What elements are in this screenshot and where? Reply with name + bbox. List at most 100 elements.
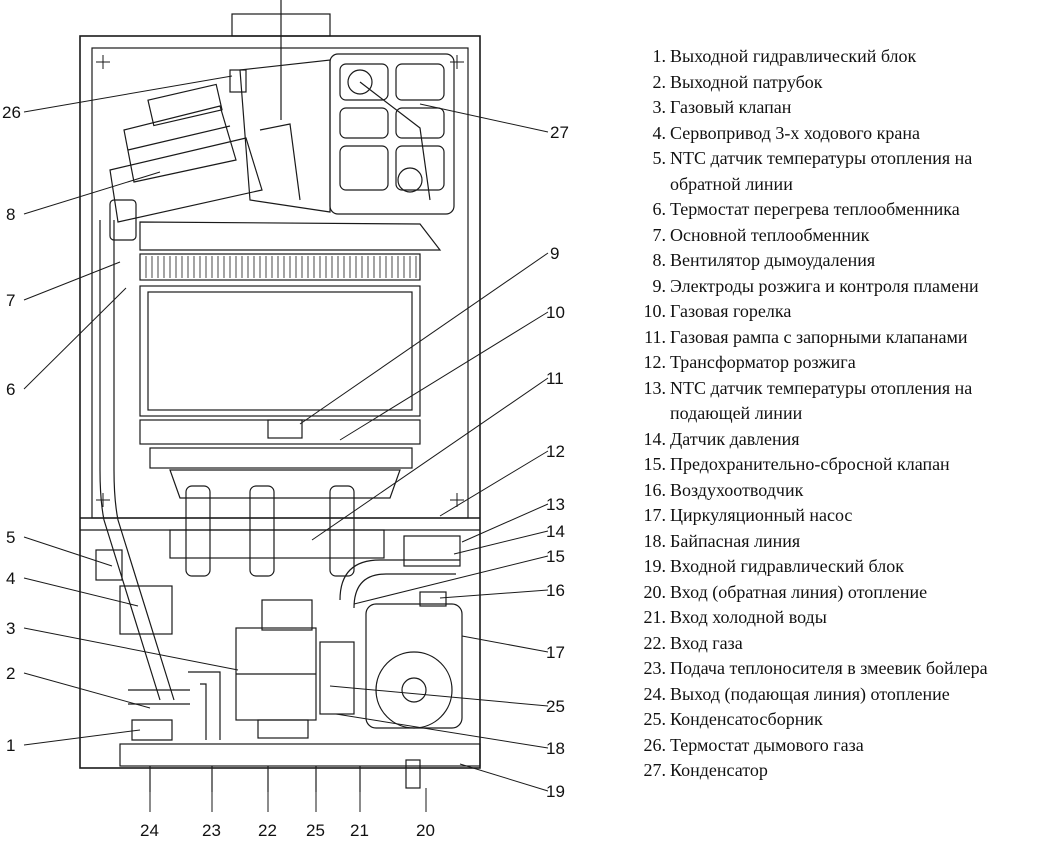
callout-labels: 1 2 3 4 5 6 7 8 26 27 9 10 11 12 13 14 1… [2, 103, 569, 840]
callout-21: 21 [350, 821, 369, 840]
callout-26: 26 [2, 103, 21, 122]
legend-num: 25. [643, 709, 667, 729]
left-pipe [99, 220, 115, 470]
legend-num: 9. [652, 275, 667, 296]
callout-4: 4 [6, 569, 15, 588]
callout-2: 2 [6, 664, 15, 683]
callout-11: 11 [546, 369, 564, 388]
callout-6: 6 [6, 380, 15, 399]
ntc-return [95, 549, 123, 581]
callout-19: 19 [546, 782, 565, 801]
legend-item: 11.Газовая рампа с запорными клапанами [628, 325, 1042, 351]
legend-item: 12.Трансформатор розжига [628, 350, 1042, 376]
legend-text: Выходной гидравлический блок [670, 46, 917, 66]
callout-14: 14 [546, 522, 565, 541]
callout-16: 16 [546, 581, 565, 600]
callout-1: 1 [6, 736, 15, 755]
legend-text: Вход холодной воды [670, 607, 827, 627]
legend-text: Датчик давления [670, 428, 800, 449]
legend-item: 25.Конденсатосборник [628, 707, 1042, 733]
callout-27: 27 [550, 123, 569, 142]
legend-text: Подача теплоносителя в змеевик бойлера [670, 658, 988, 678]
legend-num: 18. [643, 530, 667, 551]
legend-num: 16. [643, 479, 667, 500]
callout-12: 12 [546, 442, 565, 461]
callout-17: 17 [546, 643, 565, 662]
legend-text: Выходной патрубок [670, 71, 823, 92]
return-outlet [405, 759, 421, 789]
legend-text: Вход (обратная линия) отопление [670, 581, 928, 602]
legend-num: 11. [644, 326, 666, 347]
leader-lines [23, 75, 549, 812]
pump [365, 591, 463, 729]
legend-text: Основной теплообменник [670, 224, 870, 245]
legend-num: 1. [652, 46, 667, 66]
legend-item: 13.NTC датчик температуры отопления на п… [628, 376, 1042, 427]
legend-item: 2.Выходной патрубок [628, 70, 1042, 96]
legend-num: 2. [652, 71, 667, 92]
legend-item: 22.Вход газа [628, 631, 1042, 657]
legend-text: Термостат дымового газа [670, 734, 864, 755]
legend-text: Газовый клапан [670, 97, 792, 117]
burner [149, 419, 413, 499]
callout-9: 9 [550, 244, 559, 263]
legend-text: Конденсатосборник [670, 709, 823, 729]
legend-text: NTC датчик температуры отопления на пода… [670, 377, 973, 424]
legend-text: Трансформатор розжига [670, 352, 856, 372]
condensate-trap [319, 641, 355, 715]
legend-item: 7.Основной теплообменник [628, 223, 1042, 249]
callout-5: 5 [6, 528, 15, 547]
legend-item: 17.Циркуляционный насос [628, 503, 1042, 529]
callout-8: 8 [6, 205, 15, 224]
legend-item: 5.NTC датчик температуры отопления на об… [628, 146, 1042, 197]
outlet-branch [188, 671, 221, 740]
legend-num: 26. [643, 734, 667, 755]
legend-item: 8.Вентилятор дымоудаления [628, 248, 1042, 274]
legend-num: 5. [652, 148, 667, 168]
legend-item: 9.Электроды розжига и контроля пламени [628, 274, 1042, 300]
legend-num: 14. [643, 428, 667, 449]
outlet-hydraulic-block [128, 689, 190, 741]
legend-num: 6. [652, 199, 667, 219]
legend-text: Циркуляционный насос [670, 505, 853, 525]
legend-item: 15.Предохранительно-сбросной клапан [628, 452, 1042, 478]
legend-num: 7. [652, 224, 667, 245]
legend-item: 10.Газовая горелка [628, 299, 1042, 325]
legend-text: Газовая горелка [670, 301, 792, 321]
legend-item: 3.Газовый клапан [628, 95, 1042, 121]
legend-item: 20.Вход (обратная линия) отопление [628, 580, 1042, 606]
three-way-servo [119, 585, 173, 635]
callout-22: 22 [258, 821, 277, 840]
legend-text: Термостат перегрева теплообменника [670, 199, 960, 219]
legend-item: 19.Входной гидравлический блок [628, 554, 1042, 580]
gas-ramp [169, 485, 385, 577]
callout-13: 13 [546, 495, 565, 514]
bottom-tray [119, 743, 481, 767]
boiler-casing [79, 35, 481, 769]
callout-24: 24 [140, 821, 159, 840]
callout-23: 23 [202, 821, 221, 840]
legend-num: 3. [652, 97, 667, 117]
callout-25-bottom: 25 [306, 821, 325, 840]
heat-exchanger [109, 199, 442, 445]
legend-num: 24. [643, 683, 667, 704]
flue-collector [229, 59, 331, 213]
gas-valve [235, 599, 317, 739]
boiler-diagram: 1 2 3 4 5 6 7 8 26 27 9 10 11 12 13 14 1… [2, 0, 569, 840]
legend-num: 15. [643, 454, 667, 474]
legend-text: Байпасная линия [670, 530, 801, 551]
callout-15: 15 [546, 547, 565, 566]
legend-text: Выход (подающая линия) отопление [670, 683, 950, 704]
callout-20: 20 [416, 821, 435, 840]
legend-text: NTC датчик температуры отопления на обра… [670, 148, 973, 194]
legend-item: 23.Подача теплоносителя в змеевик бойлер… [628, 656, 1042, 682]
legend-num: 8. [652, 250, 667, 270]
legend-item: 18.Байпасная линия [628, 529, 1042, 555]
air-vent [419, 591, 447, 607]
legend-text: Электроды розжига и контроля пламени [670, 275, 979, 296]
legend-num: 17. [643, 505, 667, 525]
legend-item: 26.Термостат дымового газа [628, 733, 1042, 759]
legend-item: 1.Выходной гидравлический блок [628, 44, 1042, 70]
supply-pipe-top [339, 559, 460, 601]
legend-text: Воздухоотводчик [670, 479, 804, 500]
